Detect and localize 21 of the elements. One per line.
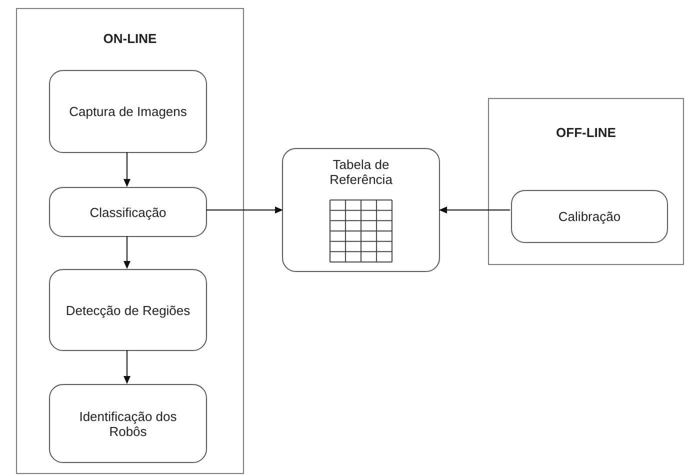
- offline-panel: [488, 98, 684, 265]
- process-box: [49, 70, 207, 153]
- arrow: [439, 206, 510, 214]
- node-label: Captura de Imagens: [69, 104, 187, 119]
- panel-title: ON-LINE: [103, 31, 157, 46]
- arrow: [124, 236, 130, 269]
- process-box: [49, 384, 207, 463]
- arrow: [124, 152, 130, 187]
- panel-title: OFF-LINE: [556, 125, 616, 140]
- arrow: [124, 350, 130, 384]
- process-box: [49, 269, 207, 351]
- process-box: [49, 187, 207, 237]
- process-box: [511, 190, 668, 243]
- online-panel: [16, 8, 244, 474]
- arrow: [206, 206, 283, 214]
- table-box: [282, 148, 440, 272]
- node-label: Calibração: [558, 209, 621, 224]
- node-label: Tabela de Referência: [328, 157, 394, 187]
- node-label: Detecção de Regiões: [66, 302, 190, 318]
- node-label: Classificação: [90, 204, 166, 220]
- node-label: Identificação dos Robôs: [78, 408, 178, 438]
